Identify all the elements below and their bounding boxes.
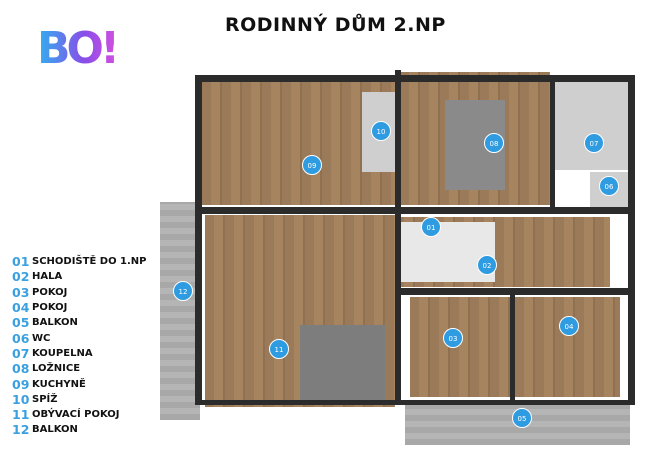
- legend-label: WC: [32, 332, 51, 344]
- room-marker: 09: [302, 155, 322, 175]
- room-03: [410, 297, 510, 397]
- room-marker: 04: [559, 316, 579, 336]
- room-marker: 08: [484, 133, 504, 153]
- wall: [195, 75, 635, 82]
- wall: [195, 207, 630, 214]
- sofa: [300, 325, 385, 400]
- room-balcony-12: [160, 202, 200, 420]
- legend-number: 01: [12, 254, 30, 270]
- room-marker: 06: [599, 176, 619, 196]
- legend-label: BALKON: [32, 424, 78, 436]
- room-marker: 05: [512, 408, 532, 428]
- legend-number: 09: [12, 376, 30, 392]
- legend-number: 04: [12, 300, 30, 316]
- room-bathroom: [555, 82, 630, 170]
- page-title: RODINNÝ DŮM 2.NP: [225, 14, 446, 36]
- svg-text:BO!: BO!: [37, 26, 116, 66]
- room-marker: 07: [584, 133, 604, 153]
- legend-number: 06: [12, 330, 30, 346]
- legend-label: HALA: [32, 271, 63, 283]
- room-marker: 03: [443, 328, 463, 348]
- floor-plan: [150, 60, 650, 460]
- legend-label: POKOJ: [32, 302, 68, 314]
- legend-number: 10: [12, 391, 30, 407]
- legend-label: BALKON: [32, 317, 78, 329]
- legend-label: SPÍŽ: [32, 393, 58, 405]
- legend-number: 11: [12, 407, 30, 423]
- wall: [510, 290, 515, 400]
- room-marker: 11: [269, 339, 289, 359]
- wall: [395, 210, 401, 405]
- wall: [395, 70, 401, 210]
- legend-label: KOUPELNA: [32, 347, 93, 359]
- room-marker: 01: [421, 217, 441, 237]
- wall: [628, 75, 635, 405]
- wall: [550, 75, 555, 210]
- legend-label: OBÝVACÍ POKOJ: [32, 409, 120, 421]
- legend-number: 08: [12, 361, 30, 377]
- room-marker: 10: [371, 121, 391, 141]
- legend-label: KUCHYNĚ: [32, 378, 86, 390]
- legend-label: SCHODIŠTĚ DO 1.NP: [32, 256, 147, 268]
- legend-number: 12: [12, 422, 30, 438]
- logo: BO!: [37, 26, 120, 66]
- wall: [195, 75, 202, 405]
- room-marker: 02: [477, 255, 497, 275]
- legend-number: 07: [12, 345, 30, 361]
- legend-label: POKOJ: [32, 286, 68, 298]
- wall: [195, 400, 635, 405]
- legend-number: 03: [12, 284, 30, 300]
- room-marker: 12: [173, 281, 193, 301]
- legend-label: LOŽNICE: [32, 363, 81, 375]
- legend-number: 02: [12, 269, 30, 285]
- legend-number: 05: [12, 315, 30, 331]
- room-04: [515, 297, 620, 397]
